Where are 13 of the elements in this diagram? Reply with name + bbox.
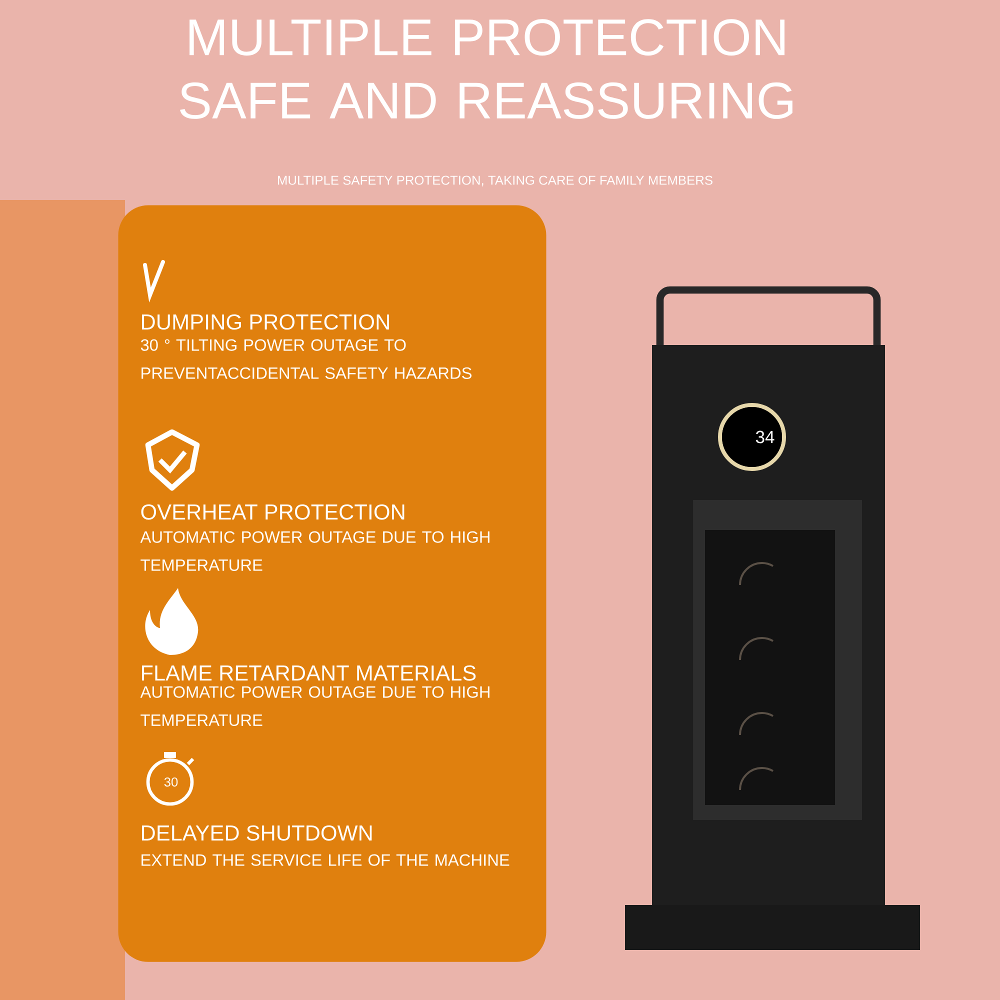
temperature-display-digits: 34: [756, 430, 774, 444]
feature-heading: OVERHEAT PROTECTION: [141, 504, 404, 520]
feature-heading: DUMPING PROTECTION: [142, 314, 389, 330]
feature-heading: DELAYED SHUTDOWN: [142, 825, 372, 841]
feature-description: 30 ° TILTING POWER OUTAGE TO PREVENTACCIDENTAL SAFETY HAZARDS: [140, 339, 472, 379]
feature-heading: FLAME RETARDANT MATERIALS: [142, 665, 476, 681]
feature-description: AUTOMATIC POWER OUTAGE DUE TO HIGH TEMPERATURE: [140, 686, 490, 726]
feature-description: AUTOMATIC POWER OUTAGE DUE TO HIGH TEMPERATURE: [140, 531, 490, 571]
subtitle: MULTIPLE SAFETY PROTECTION, TAKING CARE OF FAMILY MEMBERS: [278, 176, 712, 186]
title: MULTIPLE PROTECTION SAFE AND REASSURING: [180, 19, 792, 119]
feature-panel: [118, 205, 546, 962]
timer-number: 30: [164, 777, 178, 787]
feature-description: EXTEND THE SERVICE LIFE OF THE MACHINE: [142, 854, 510, 866]
